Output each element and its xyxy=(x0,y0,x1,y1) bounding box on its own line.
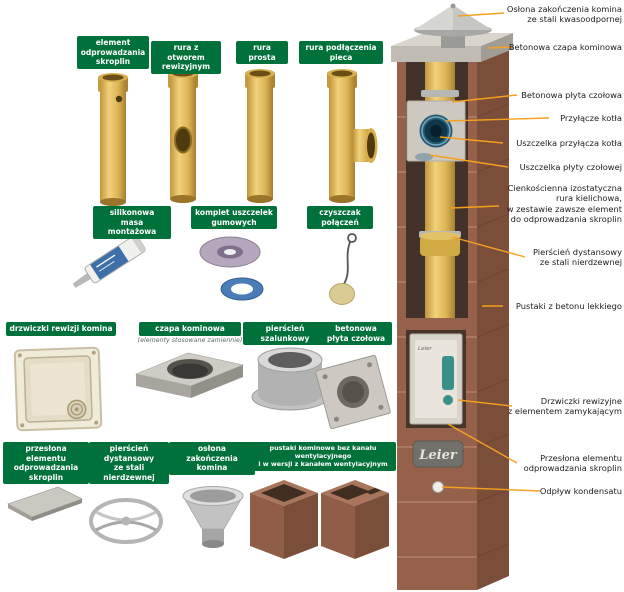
catalog-label-spacer-ring: pierścień dystansowy ze stali nierdzewne… xyxy=(89,442,169,485)
boiler-connection-pipe-icon xyxy=(327,69,378,203)
leader-line-connection-gasket xyxy=(439,136,504,144)
leader-lines xyxy=(429,12,550,492)
pipe-bell-joint xyxy=(420,236,460,256)
catalog-label-blocks: pustaki kominowe bez kanału wentylacyjne… xyxy=(250,442,396,471)
inspection-hole-pipe-icon xyxy=(168,69,198,203)
catalog-label-silicone: silikonowa masa montażowa xyxy=(93,206,171,239)
catalog-label-door: drzwiczki rewizji komina xyxy=(6,322,116,336)
catalog-label-front-plate: betonowa płyta czołowa xyxy=(320,322,392,346)
block-joint-lines-side xyxy=(476,103,510,558)
callout-plate-gasket: Uszczelka płyty czołowej xyxy=(519,162,622,172)
catalog-label-straight-pipe: rura prosta xyxy=(236,41,288,65)
catalog-label-boiler-pipe: rura podłączenia pieca xyxy=(299,41,383,65)
leader-line-plate-gasket xyxy=(429,154,509,168)
condensate-drain xyxy=(432,481,444,493)
door-logo: Leier xyxy=(418,346,432,352)
chimney-assembly-illustration: Leier Leier xyxy=(391,3,513,590)
catalog-label-gaskets: komplet uszczelek gumowych xyxy=(191,206,277,230)
inspection-door-icon xyxy=(13,346,103,432)
catalog-label-condensate-element: element odprowadzania skroplin xyxy=(77,36,149,69)
leader-line-boiler-connection xyxy=(445,117,550,122)
leader-line-spacer-ring xyxy=(451,236,526,258)
callout-drain: Odpływ kondensatu xyxy=(539,486,622,496)
leader-line-front-plate xyxy=(451,94,518,103)
gasket-set-icon xyxy=(199,236,264,301)
brand-plate: Leier xyxy=(412,440,464,468)
leader-line-inner-pipe xyxy=(450,205,500,209)
callout-spacer-ring: Pierścień dystansowy ze stali nierdzewne… xyxy=(532,247,622,268)
silicone-cartridge-icon xyxy=(72,234,147,288)
callout-connection-gasket: Uszczelka przyłącza kotła xyxy=(516,138,622,148)
steel-hood-icon xyxy=(414,3,492,48)
catalog-label-inspection-pipe: rura z otworem rewizyjnym xyxy=(151,41,221,74)
chimney-top-cover-icon xyxy=(182,486,244,548)
leader-line-hood xyxy=(457,12,505,17)
leader-line-door xyxy=(457,399,513,407)
leier-logo: Leier xyxy=(418,448,458,463)
spacer-ring-icon xyxy=(89,498,163,544)
concrete-front-plate-icon xyxy=(315,354,391,430)
catalog-label-cleaner: czyszczak połączeń xyxy=(307,206,373,230)
callout-concrete-cap: Betonowa czapa kominowa xyxy=(508,42,622,52)
straight-pipe-icon xyxy=(245,69,275,203)
callout-blocks: Pustaki z betonu lekkiego xyxy=(515,301,622,311)
chimney-side-face xyxy=(477,49,509,590)
callout-hood: Osłona zakończenia komina ze stali kwaso… xyxy=(506,4,622,25)
inner-ceramic-pipe xyxy=(425,62,455,318)
formwork-ring-icon xyxy=(251,347,329,411)
callout-cover-plate: Przesłona elementu odprowadzania skropli… xyxy=(523,453,622,474)
front-plate-gasket xyxy=(415,153,433,161)
condensate-cover-plate-icon xyxy=(7,486,84,521)
catalog-label-formwork-ring: pierścień szalunkowy xyxy=(243,322,327,346)
callout-door: Drzwiczki rewizyjne z elementem zamykają… xyxy=(507,396,622,417)
chimney-cap-slab-icon xyxy=(134,352,245,398)
catalog-label-cap: czapa kominowa xyxy=(139,322,241,336)
callout-inner-pipe: Cienkościenna izostatyczna rura kielicho… xyxy=(506,183,622,225)
leader-line-cap xyxy=(487,46,513,49)
leader-line-cover-plate xyxy=(447,423,518,464)
catalog-sublabel-cap: (elementy stosowane zamiennie) xyxy=(137,337,243,344)
chimney-blocks-icon xyxy=(250,480,389,559)
leader-line-drain xyxy=(441,486,541,492)
joint-cleaner-icon xyxy=(329,233,357,305)
spacer-ring-clamp-top xyxy=(421,90,459,97)
callout-boiler-connection: Przyłącze kotła xyxy=(560,113,622,123)
callout-front-plate: Betonowa płyta czołowa xyxy=(521,90,622,100)
condensate-element-pipe-icon xyxy=(98,73,128,206)
catalog-label-top-cover: osłona zakończenia komina xyxy=(169,442,255,475)
catalog-label-cover-plate: przesłona elementu odprowadzania skropli… xyxy=(3,442,89,485)
inspection-door-assembly: Leier xyxy=(406,330,466,428)
